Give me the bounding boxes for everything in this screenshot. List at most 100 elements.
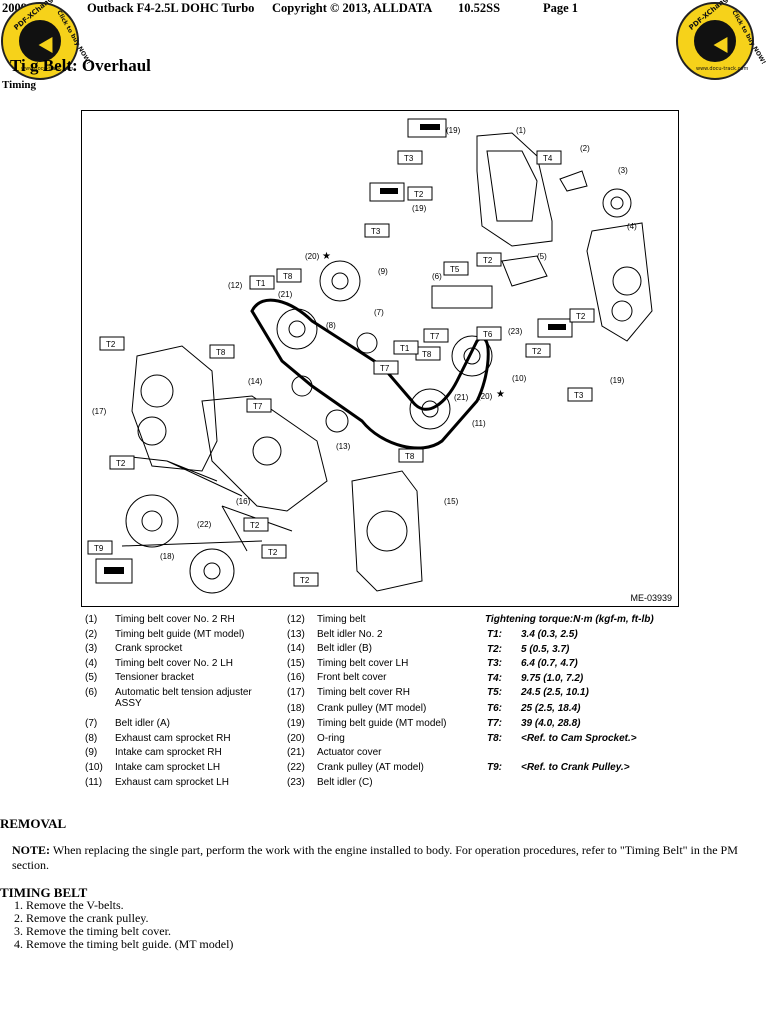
part-shape-4 (586, 222, 653, 342)
part-shape-13 (325, 409, 349, 433)
list-item: 2. Remove the crank pulley. (14, 911, 149, 925)
note-text: When replacing the single part, perform … (12, 843, 738, 872)
legend-item: ASSY (115, 698, 142, 709)
part-label: (2) (580, 144, 590, 153)
list-item: 1. Remove the V-belts. (14, 898, 124, 912)
list-item: 3. Remove the timing belt cover. (14, 924, 171, 938)
torque-row: T1:3.4 (0.3, 2.5) (487, 629, 578, 640)
legend-item: (16)Front belt cover (287, 672, 387, 683)
figure-code: ME-03939 (630, 593, 672, 603)
legend-item: (12)Timing belt (287, 614, 366, 625)
legend-item: (15)Timing belt cover LH (287, 657, 409, 669)
legend-item: (18)Crank pulley (MT model) (287, 703, 427, 714)
part-shape-17 (131, 345, 218, 472)
part-shape-7 (356, 332, 378, 354)
part-shape-18 (125, 494, 179, 548)
part-shape-3 (602, 188, 632, 218)
part-shape-22 (189, 548, 235, 594)
torque-label: T7 (430, 332, 440, 341)
torque-label: T2 (300, 576, 310, 585)
part-shape-6 (431, 285, 493, 309)
part-label: (10) (512, 374, 527, 383)
torque-label: T7 (253, 402, 263, 411)
torque-label: T7 (380, 364, 390, 373)
part-shape-1 (476, 132, 553, 247)
legend-item: (6)Automatic belt tension adjuster (85, 686, 252, 698)
part-shape-11 (409, 388, 451, 430)
torque-row: T9:<Ref. to Crank Pulley.> (487, 762, 630, 773)
list-item: 4. Remove the timing belt guide. (MT mod… (14, 937, 234, 951)
torque-label: T6 (483, 330, 493, 339)
part-shape-5 (501, 255, 548, 287)
part-label: (4) (627, 222, 637, 231)
part-label: (7) (374, 308, 384, 317)
torque-row: T4:9.75 (1.0, 7.2) (487, 672, 584, 684)
part-label: (17) (92, 407, 107, 416)
part-label: (1) (516, 126, 526, 135)
torque-row: T3:6.4 (0.7, 4.7) (487, 658, 578, 669)
part-shape-16 (201, 395, 328, 512)
torque-label: T2 (116, 459, 126, 468)
torque-label: T2 (576, 312, 586, 321)
badge-site-text: www.docu-track.com (21, 66, 74, 72)
legend-item: (5)Tensioner bracket (85, 672, 194, 683)
legend-item: (20)O-ring (287, 732, 345, 744)
pdf-xchange-badge-left[interactable]: PDF-XChange Click to buy NOW! www.docu-t… (1, 0, 92, 80)
part-label: (19) (412, 204, 427, 213)
torque-label: T4 (543, 154, 553, 163)
torque-label: T2 (250, 521, 260, 530)
part-label: (6) (432, 272, 442, 281)
part-shape-2 (559, 170, 588, 192)
part-label: (16) (236, 497, 251, 506)
legend-item: (14)Belt idler (B) (287, 643, 373, 654)
timing-belt-steps: 1. Remove the V-belts. 2. Remove the cra… (14, 899, 233, 951)
part-label: (20) (478, 392, 493, 401)
timing-belt-exploded-diagram: T3 T4 T2 T3 T2 T5 T1 T8 T7 T6 T2 T2 T8 T… (81, 110, 679, 607)
torque-row: T5:24.5 (2.5, 10.1) (487, 687, 589, 698)
header-version: 10.52SS (458, 1, 501, 15)
torque-label: T2 (532, 347, 542, 356)
torque-row: T7:39 (4.0, 28.8) (487, 718, 581, 729)
torque-label: T3 (574, 391, 584, 400)
note-label: NOTE: (12, 843, 51, 857)
torque-label: T8 (283, 272, 293, 281)
torque-label: T2 (268, 548, 278, 557)
part-shape-14 (291, 375, 313, 397)
legend-item: (13)Belt idler No. 2 (287, 628, 383, 640)
page-header: 2009 S Outback F4-2.5L DOHC Turbo Copyri… (0, 0, 768, 16)
part-label: (11) (472, 419, 486, 428)
torque-label: T1 (400, 344, 410, 353)
torque-label: T2 (483, 256, 493, 265)
part-label: (20) (305, 252, 320, 261)
pdf-xchange-badge-right[interactable]: PDF-XChange Click to buy NOW! www.docu-t… (676, 0, 767, 80)
star-icon: ★ (496, 389, 505, 400)
legend-item: (8)Exhaust cam sprocket RH (85, 732, 231, 744)
part-label: (5) (537, 252, 547, 261)
part-label: (19) (446, 126, 461, 135)
part-shape-12 (250, 298, 490, 450)
removal-note: NOTE: When replacing the single part, pe… (12, 843, 764, 873)
torque-label: T2 (106, 340, 116, 349)
part-label: (23) (508, 327, 523, 336)
legend-item: (9)Intake cam sprocket RH (85, 747, 222, 758)
legend-item: (11)Exhaust cam sprocket LH (85, 777, 229, 788)
torque-label: T8 (422, 350, 432, 359)
legend-item: (21)Actuator cover (287, 747, 382, 758)
part-shape-15 (351, 470, 423, 592)
badge-cursor-icon (17, 18, 63, 64)
torque-label: T5 (450, 265, 460, 274)
badge-cursor-icon (692, 18, 738, 64)
torque-label: T3 (371, 227, 381, 236)
part-label: (13) (336, 442, 351, 451)
legend-item: (17)Timing belt cover RH (287, 686, 410, 698)
torque-label: T3 (404, 154, 414, 163)
legend-item: (4)Timing belt cover No. 2 LH (85, 657, 234, 669)
torque-row: T6:25 (2.5, 18.4) (487, 703, 581, 714)
part-label: (15) (444, 497, 459, 506)
page-subtitle: Timing (2, 79, 37, 91)
part-label: (3) (618, 166, 628, 175)
legend-item: (3)Crank sprocket (85, 643, 183, 654)
part-label: (22) (197, 520, 212, 529)
legend-item: (10)Intake cam sprocket LH (85, 762, 221, 773)
legend-item: (1)Timing belt cover No. 2 RH (85, 614, 235, 625)
